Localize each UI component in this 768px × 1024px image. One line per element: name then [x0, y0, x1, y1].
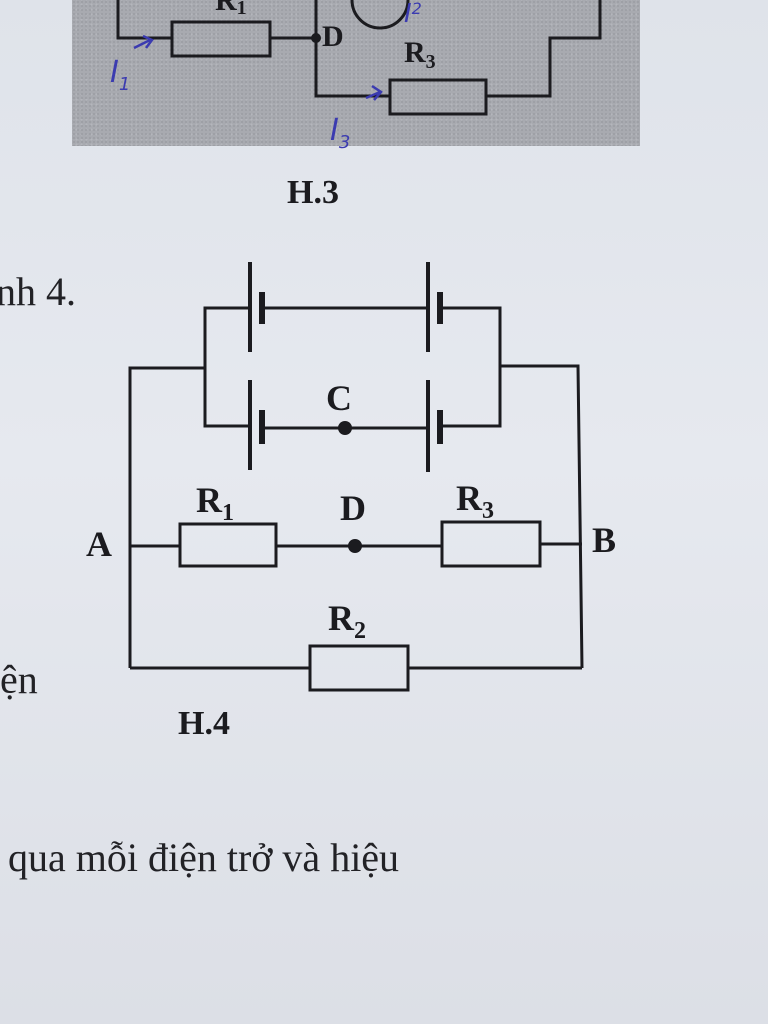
text-line-bottom: qua mỗi điện trở và hiệu	[8, 835, 400, 880]
fig4-node-c-dot	[338, 421, 352, 435]
fig4-label-r1: R1	[196, 480, 234, 526]
fig4-wire-left-bank	[203, 306, 248, 428]
text-fragment-hinh-4: nh 4.	[0, 269, 76, 314]
fig4-resistor-r3	[440, 520, 542, 568]
fig4-wire-left	[128, 366, 205, 668]
fig4-label-d: D	[340, 488, 366, 528]
fig3-hand-i3: I3	[330, 113, 350, 153]
fig3-label-d: D	[322, 20, 344, 53]
figure-3-panel	[72, 0, 640, 146]
fig4-wire-right-bank	[438, 306, 502, 428]
fig4-resistor-r2	[308, 644, 410, 692]
fig3-wire-left	[116, 0, 172, 40]
fig3-hand-i1: I1	[110, 55, 130, 95]
fig3-label-r3: R3	[404, 36, 436, 73]
fig3-hand-i2: I2	[404, 0, 422, 29]
fig3-caption: H.3	[287, 174, 339, 211]
fig4-label-r2: R2	[328, 598, 366, 644]
fig4-label-c: C	[326, 378, 352, 418]
fig3-node-d-dot	[311, 33, 321, 43]
fig4-caption: H.4	[178, 705, 230, 742]
fig4-wire-right	[500, 364, 584, 669]
fig3-arrow-i3	[365, 84, 383, 101]
fig3-meter-partial	[350, 0, 410, 30]
fig4-label-a: A	[86, 524, 112, 564]
fig4-label-b: B	[592, 520, 616, 560]
text-fragment-dien: ện	[0, 657, 38, 702]
fig4-label-r3: R3	[456, 478, 494, 524]
fig3-label-r1: R1	[215, 0, 247, 19]
fig3-arrow-i1	[133, 34, 154, 50]
fig3-wire-right	[486, 0, 602, 98]
fig4-node-d-dot	[348, 539, 362, 553]
fig3-wire-d-r3	[314, 0, 390, 98]
fig4-resistor-r1	[178, 522, 278, 568]
